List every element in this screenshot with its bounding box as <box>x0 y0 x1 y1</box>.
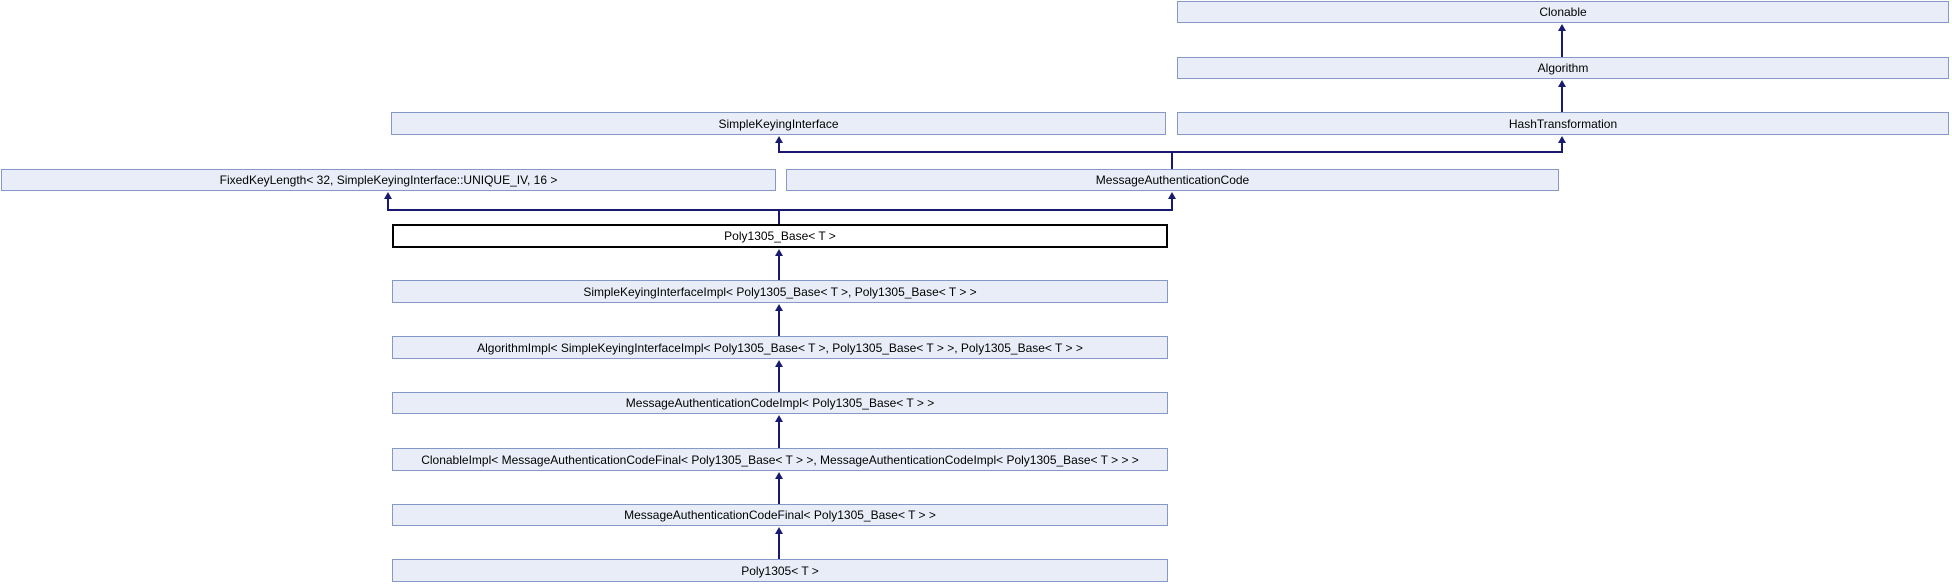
inheritance-arrowhead-icon <box>1168 192 1176 199</box>
edge-algorithm_impl-to-simple_keying_interface_impl <box>778 310 780 336</box>
inheritance-arrowhead-icon <box>1558 24 1566 31</box>
edge-message_authentication_code-to-hash_transformation <box>1561 142 1563 153</box>
edge-message_authentication_code_impl-to-algorithm_impl <box>778 366 780 392</box>
class-node-poly1305-base-current: Poly1305_Base< T > <box>392 224 1168 248</box>
inheritance-arrowhead-icon <box>775 415 783 422</box>
edge-poly1305_base-to-message_authentication_code <box>1171 198 1173 211</box>
inheritance-arrowhead-icon <box>775 136 783 143</box>
class-node-hash-transformation[interactable]: HashTransformation <box>1177 112 1949 135</box>
edge-poly1305-to-message_authentication_code_final <box>778 533 780 559</box>
edge-simple_keying_interface_impl-to-poly1305_base <box>778 255 780 280</box>
inheritance-arrowhead-icon <box>775 360 783 367</box>
class-node-message-authentication-code[interactable]: MessageAuthenticationCode <box>786 169 1559 191</box>
class-node-fixed-key-length[interactable]: FixedKeyLength< 32, SimpleKeyingInterfac… <box>1 169 776 191</box>
inheritance-arrowhead-icon <box>1558 136 1566 143</box>
edge-poly1305_base-to-fixed_key_length-stub <box>778 209 780 224</box>
edge-message_authentication_code_final-to-clonable_impl <box>778 478 780 504</box>
edge-poly1305_base-to-fixed_key_length <box>387 198 389 211</box>
edge-message_authentication_code-to-simple_keying_interface <box>778 142 780 153</box>
class-node-message-authentication-code-final[interactable]: MessageAuthenticationCodeFinal< Poly1305… <box>392 504 1168 526</box>
class-node-message-authentication-code-impl[interactable]: MessageAuthenticationCodeImpl< Poly1305_… <box>392 392 1168 414</box>
class-node-clonable[interactable]: Clonable <box>1177 1 1949 23</box>
inheritance-arrowhead-icon <box>1558 80 1566 87</box>
inheritance-arrowhead-icon <box>384 192 392 199</box>
class-node-simple-keying-interface[interactable]: SimpleKeyingInterface <box>391 112 1166 135</box>
inheritance-arrowhead-icon <box>775 249 783 256</box>
edge-algorithm-to-clonable <box>1561 30 1563 57</box>
inheritance-arrowhead-icon <box>775 304 783 311</box>
inheritance-arrowhead-icon <box>775 472 783 479</box>
class-node-clonable-impl[interactable]: ClonableImpl< MessageAuthenticationCodeF… <box>392 448 1168 471</box>
edge-message_authentication_code-to-simple_keying_interface-stub <box>1171 151 1173 169</box>
edge-clonable_impl-to-message_authentication_code_impl <box>778 421 780 448</box>
class-node-poly1305[interactable]: Poly1305< T > <box>392 559 1168 582</box>
edge-poly1305_base-to-fixed_key_length-elbow <box>387 209 1173 211</box>
class-node-algorithm[interactable]: Algorithm <box>1177 57 1949 79</box>
edge-message_authentication_code-to-simple_keying_interface-elbow <box>778 151 1563 153</box>
class-node-simple-keying-interface-impl[interactable]: SimpleKeyingInterfaceImpl< Poly1305_Base… <box>392 280 1168 303</box>
edge-hash_transformation-to-algorithm <box>1561 86 1563 112</box>
inheritance-arrowhead-icon <box>775 527 783 534</box>
class-node-algorithm-impl[interactable]: AlgorithmImpl< SimpleKeyingInterfaceImpl… <box>392 336 1168 359</box>
